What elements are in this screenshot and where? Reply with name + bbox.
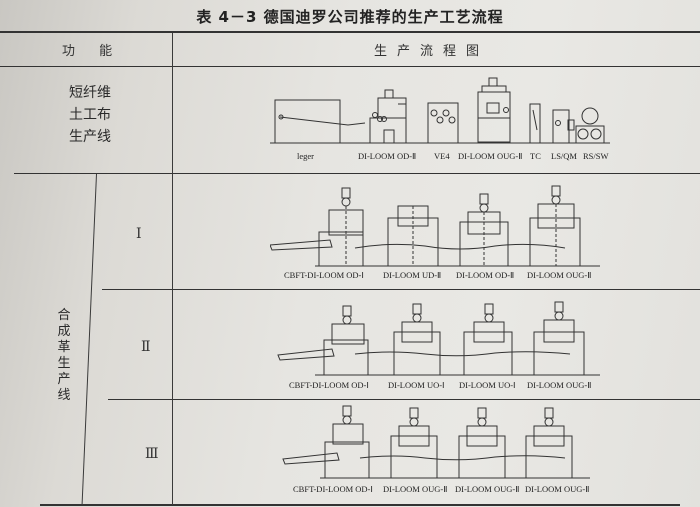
machine-label: DI-LOOM OUG-Ⅱ xyxy=(525,484,590,494)
group-label-char: 线 xyxy=(57,388,71,403)
row2-bottom-rule xyxy=(102,289,700,290)
machine-label: DI-LOOM UO-Ⅰ xyxy=(459,380,516,390)
machine-label: VE4 xyxy=(434,151,450,161)
group-label-char: 革 xyxy=(57,340,71,355)
group-label-synthetic-leather: 合 成 革 生 产 线 xyxy=(56,308,72,404)
row3-bottom-rule xyxy=(108,399,700,400)
table-title: 表 4－3 德国迪罗公司推荐的生产工艺流程 xyxy=(196,8,504,26)
variant-column-divider xyxy=(81,174,97,505)
header-function: 功 能 xyxy=(62,44,123,59)
group-label-char: 成 xyxy=(57,324,71,339)
function-column-divider xyxy=(172,33,173,505)
table-top-rule xyxy=(0,31,700,33)
machine-label: RS/SW xyxy=(583,151,609,161)
machine-label: DI-LOOM OD-Ⅱ xyxy=(456,270,515,280)
machine-label: DI-LOOM OUG-Ⅱ xyxy=(383,484,448,494)
machine-label: leger xyxy=(297,151,314,161)
machine-label: TC xyxy=(530,151,541,161)
machine-label: DI-LOOM OUG-Ⅱ xyxy=(527,270,592,280)
row-label-line: 短纤维 xyxy=(69,85,111,101)
group-label-char: 产 xyxy=(57,372,71,387)
group-label-char: 生 xyxy=(57,356,71,371)
table-bottom-rule xyxy=(40,504,680,506)
synthetic-leather-flow-diagram-2 xyxy=(270,292,610,378)
machine-label: LS/QM xyxy=(551,151,577,161)
header-flow-chart: 生产流程图 xyxy=(374,44,490,59)
machine-label: CBFT-DI-LOOM OD-Ⅰ xyxy=(293,484,373,494)
machine-label: DI-LOOM OUG-Ⅱ xyxy=(527,380,592,390)
machine-label: DI-LOOM UD-Ⅱ xyxy=(383,270,442,280)
synthetic-leather-flow-diagram-1 xyxy=(270,182,610,268)
variant-label-2: Ⅱ xyxy=(141,339,151,355)
row1-bottom-rule xyxy=(14,173,700,174)
variant-label-1: Ⅰ xyxy=(136,226,142,242)
header-bottom-rule xyxy=(0,66,700,67)
machine-label: CBFT-DI-LOOM OD-Ⅰ xyxy=(289,380,369,390)
variant-label-3: Ⅲ xyxy=(145,446,159,462)
machine-label: DI-LOOM OUG-Ⅱ xyxy=(455,484,520,494)
staple-line-flow-diagram xyxy=(270,70,610,150)
group-label-char: 合 xyxy=(57,308,71,323)
machine-label: CBFT-DI-LOOM OD-Ⅰ xyxy=(284,270,364,280)
row-label-line: 土工布 xyxy=(69,107,111,123)
row-label-staple-geotextile: 短纤维 土工布 生产线 xyxy=(60,82,120,148)
machine-label: DI-LOOM OD-Ⅱ xyxy=(358,151,417,161)
machine-label: DI-LOOM OUG-Ⅱ xyxy=(458,151,523,161)
synthetic-leather-flow-diagram-3 xyxy=(275,402,610,482)
machine-label: DI-LOOM UO-Ⅰ xyxy=(388,380,445,390)
row-label-line: 生产线 xyxy=(69,129,111,145)
